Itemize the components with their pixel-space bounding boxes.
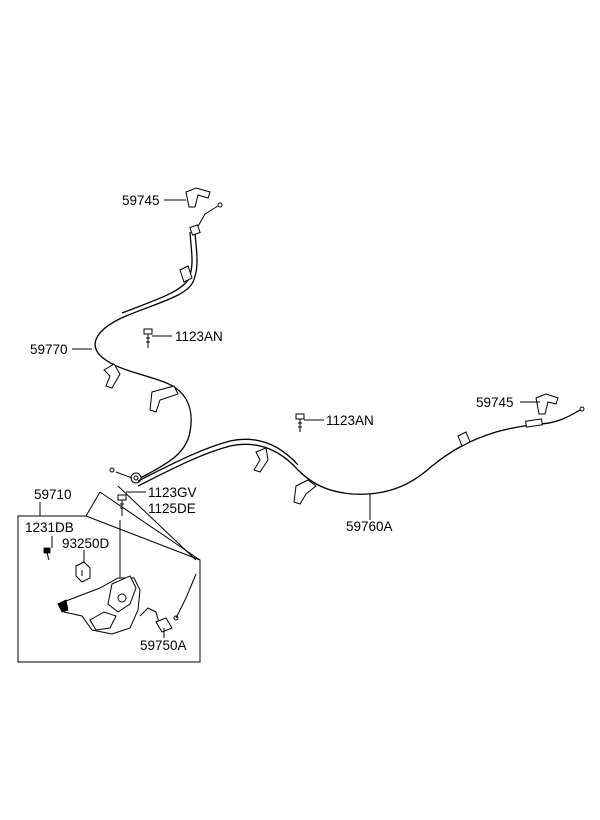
bolt-1123AN-upper-left [143,328,153,348]
bracket-59745-right [535,393,559,415]
rear-cable [137,406,585,505]
label-1123AN-right: 1123AN [326,413,374,428]
label-59745-top: 59745 [122,193,160,208]
label-1125DE: 1125DE [148,501,196,516]
label-59710: 59710 [34,487,72,502]
label-59745-right: 59745 [476,395,514,410]
label-1123AN-left: 1123AN [175,329,223,344]
leader-lines [39,199,540,638]
equalizer-59750A [139,573,197,633]
label-59770: 59770 [30,342,68,357]
label-59760A: 59760A [346,519,393,534]
bolt-1123AN-upper-right [295,413,305,432]
bolt-1231DB [43,547,51,561]
bracket-59745-top [185,187,211,208]
label-59750A: 59750A [140,638,187,653]
label-93250D: 93250D [62,536,110,551]
label-1231DB: 1231DB [25,520,74,535]
parking-brake-lever [57,575,141,635]
lever-assembly-box [17,485,201,663]
clip-93250D [75,561,91,583]
label-1123GV: 1123GV [148,485,197,500]
